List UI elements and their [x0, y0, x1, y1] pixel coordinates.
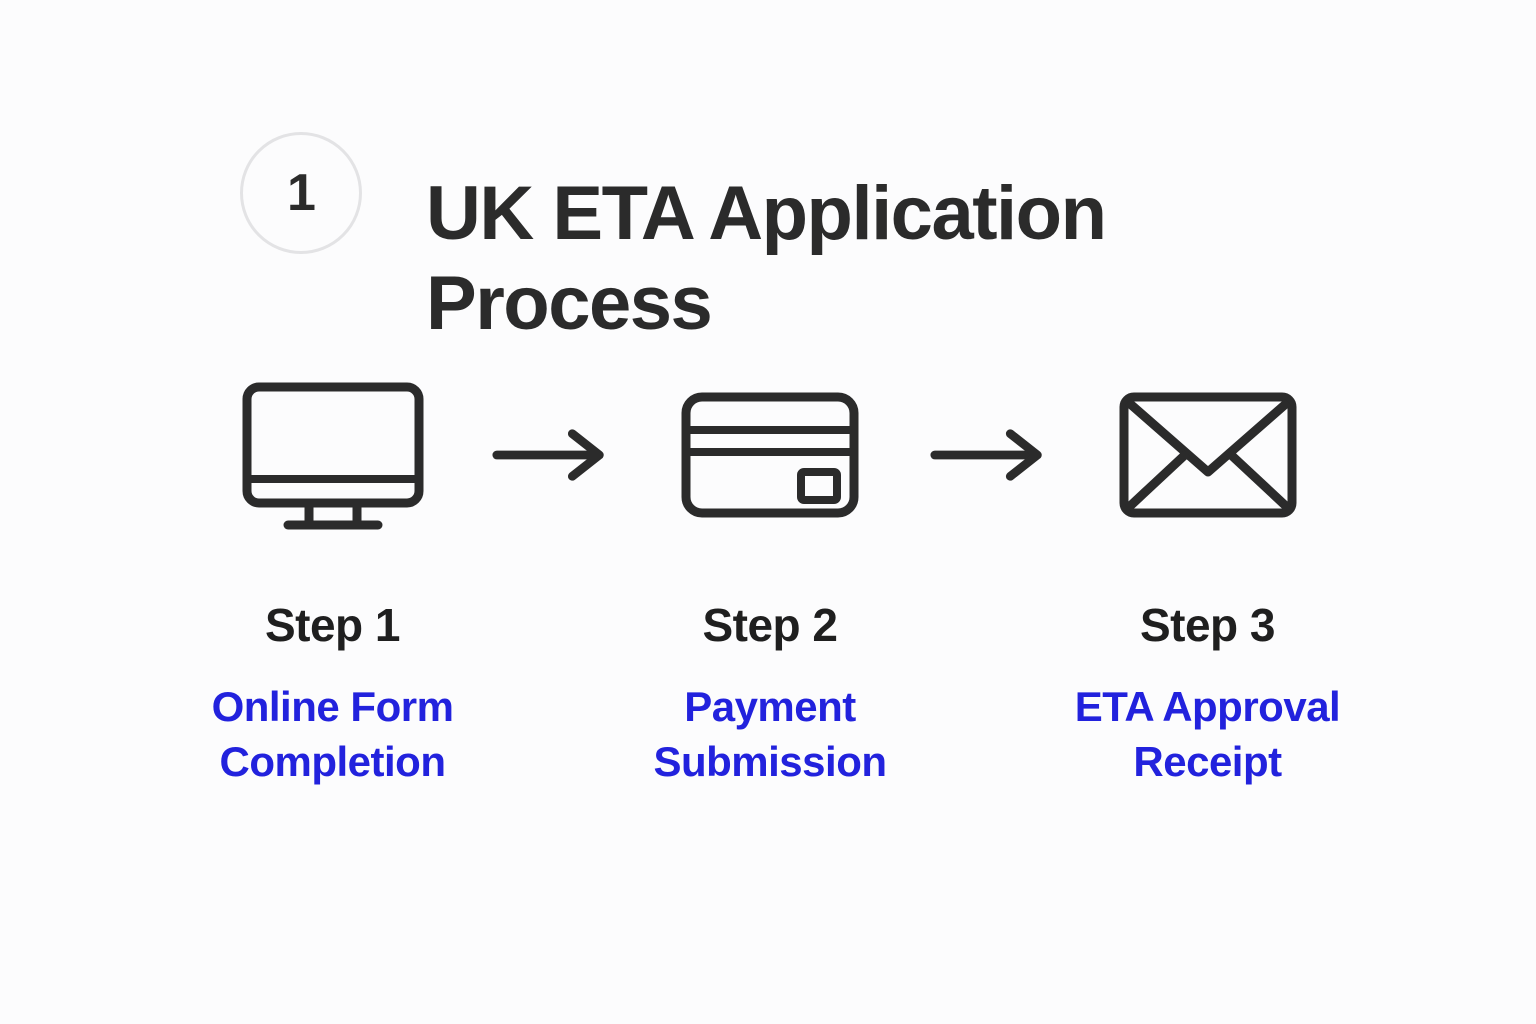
arrow-right-icon	[930, 429, 1042, 481]
flow-step-1-icon-container	[240, 380, 426, 530]
arrow-right-icon	[492, 429, 604, 481]
flow-arrow-2-container	[929, 380, 1049, 530]
flow-step-2-description: Payment Submission	[653, 683, 887, 785]
flow-step-1: Step 1 Online Form Completion	[190, 380, 475, 789]
flow-step-1-description: Online Form Completion	[211, 683, 454, 785]
credit-card-icon	[681, 392, 859, 518]
step-number-badge: 1	[240, 132, 362, 254]
header: 1 UK ETA Application Process	[240, 118, 1107, 399]
step-number-badge-label: 1	[287, 164, 316, 222]
process-flow: Step 1 Online Form Completion Step 2 Pay…	[190, 380, 1350, 789]
flow-arrow-1-container	[491, 380, 611, 530]
flow-step-2-icon-container	[677, 380, 863, 530]
flow-step-3: Step 3 ETA Approval Receipt	[1065, 380, 1350, 789]
flow-step-1-title: Step 1	[264, 599, 401, 651]
page-title: UK ETA Application Process	[426, 170, 1107, 346]
envelope-icon	[1119, 392, 1296, 518]
flow-step-3-title: Step 3	[1139, 599, 1276, 651]
flow-step-3-description: ETA Approval Receipt	[1074, 683, 1341, 785]
monitor-icon	[242, 382, 423, 530]
flow-step-3-icon-container	[1115, 380, 1301, 530]
flow-step-2: Step 2 Payment Submission	[628, 380, 913, 789]
flow-step-2-title: Step 2	[702, 599, 838, 651]
